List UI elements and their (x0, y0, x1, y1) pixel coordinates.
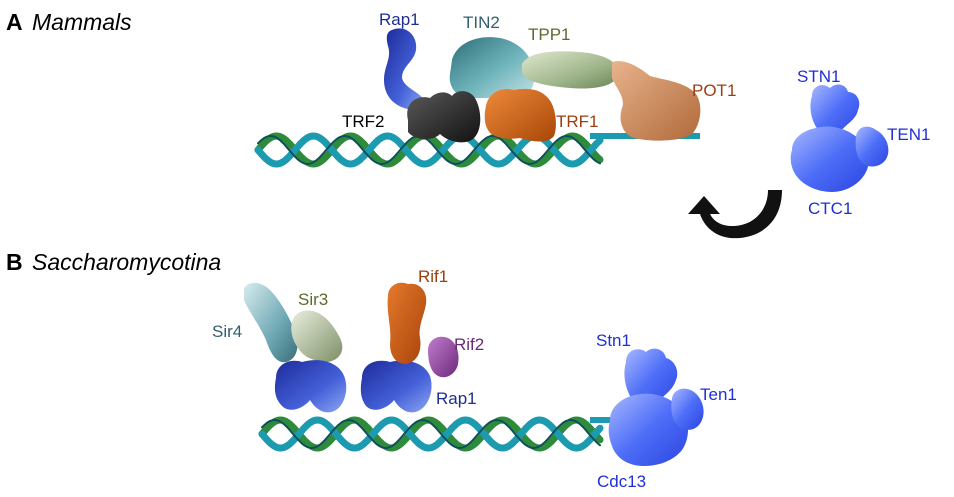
rap1-label-a: Rap1 (379, 10, 420, 29)
trf1-protein (484, 88, 556, 142)
dna-double-helix-b (258, 416, 604, 452)
sir4-label: Sir4 (212, 322, 242, 341)
stn1-protein-a (810, 84, 860, 138)
recruitment-arrow (688, 190, 782, 239)
ten1-label-a: TEN1 (887, 125, 930, 144)
panel-a-letter: A (6, 9, 23, 35)
sir-rap1-protein (274, 360, 347, 413)
cdc13-protein (608, 393, 688, 466)
rif1-label: Rif1 (418, 267, 448, 286)
tin2-label: TIN2 (463, 13, 500, 32)
panel-a-title: Mammals (32, 9, 132, 35)
ctc1-label: CTC1 (808, 199, 852, 218)
dna-strand (257, 134, 601, 166)
dna-strand (261, 418, 601, 450)
tpp1-label: TPP1 (528, 25, 571, 44)
pot1-label: POT1 (692, 81, 736, 100)
rif2-protein (428, 336, 459, 378)
rif2-label: Rif2 (454, 335, 484, 354)
dna-double-helix-a (254, 132, 604, 168)
dna-strand (258, 416, 604, 452)
pot1-protein (612, 61, 701, 141)
sir3-label: Sir3 (298, 290, 328, 309)
rif1-protein (387, 282, 427, 364)
ten1-protein-b (671, 388, 704, 430)
sir4-protein (244, 282, 298, 363)
cdc13-label: Cdc13 (597, 472, 646, 491)
trf2-label: TRF2 (342, 112, 385, 131)
ctc1-protein (790, 126, 869, 192)
tpp1-protein (522, 51, 619, 89)
stn1-label-b: Stn1 (596, 331, 631, 350)
rap1-protein-b (360, 360, 432, 413)
rap1-label-b: Rap1 (436, 389, 477, 408)
rap1-protein-a (384, 28, 425, 110)
stn1-protein-b (624, 348, 678, 410)
trf1-label: TRF1 (556, 112, 599, 131)
ten1-label-b: Ten1 (700, 385, 737, 404)
tin2-protein (449, 37, 535, 98)
ten1-protein-a (855, 126, 889, 167)
trf2-protein (407, 91, 481, 143)
panel-b-letter: B (6, 249, 23, 275)
sir3-protein (291, 310, 343, 362)
panel-b-title: Saccharomycotina (32, 249, 221, 275)
dna-strand (258, 416, 604, 452)
stn1-label-a: STN1 (797, 67, 840, 86)
